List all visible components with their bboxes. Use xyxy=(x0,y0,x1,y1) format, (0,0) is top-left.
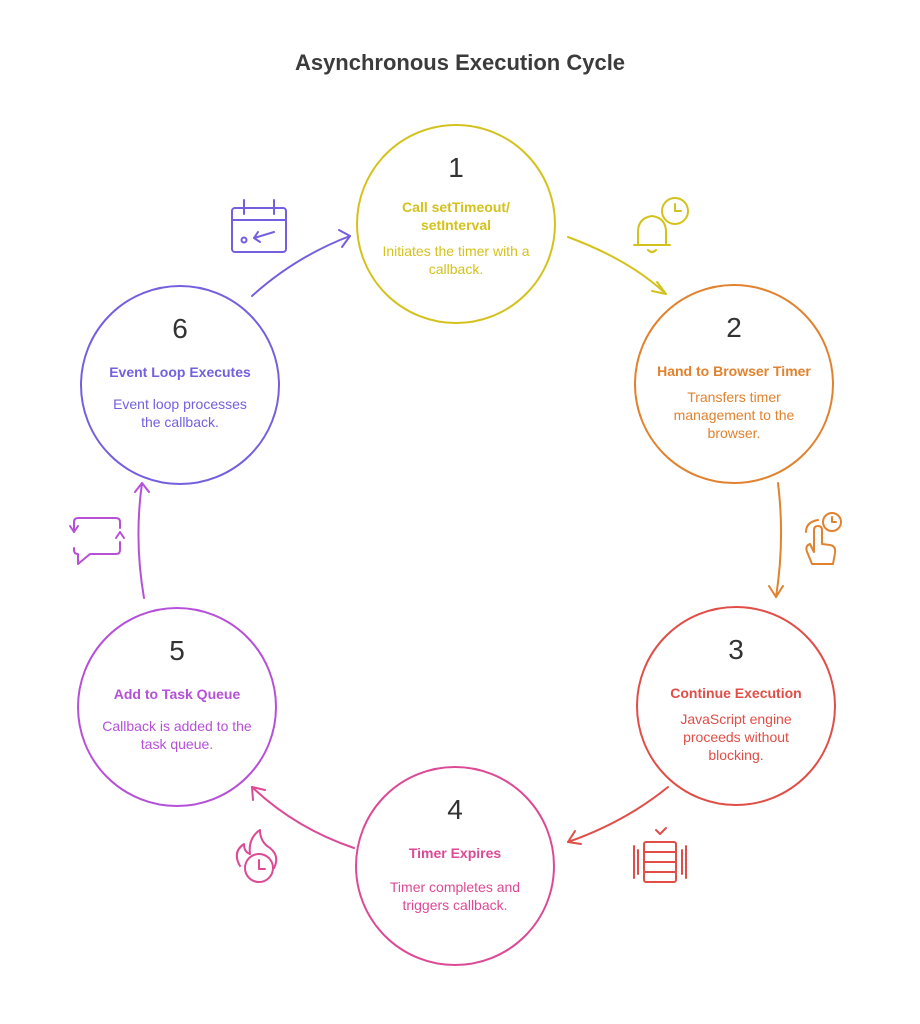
arrow-3-to-4 xyxy=(567,786,669,845)
step-heading: Timer Expires xyxy=(408,845,502,861)
step-number: 4 xyxy=(447,794,463,825)
step-number: 6 xyxy=(172,313,188,344)
step-description: Transfers timer management to the browse… xyxy=(673,389,795,441)
step-6-circle: 6 Event Loop Executes Event loop process… xyxy=(80,285,280,485)
step-4-circle: 4 Timer Expires Timer completes and trig… xyxy=(355,766,555,966)
alarm-clock-icon xyxy=(633,197,689,253)
step-5-circle: 5 Add to Task Queue Callback is added to… xyxy=(77,607,277,807)
step-number: 2 xyxy=(726,312,742,343)
step-heading: Continue Execution xyxy=(670,685,802,701)
arrow-1-to-2 xyxy=(567,236,667,295)
timer-fire-icon xyxy=(235,829,278,883)
step-heading: Hand to Browser Timer xyxy=(657,363,811,379)
step-description: Timer completes and triggers callback. xyxy=(389,879,521,913)
step-1-circle: 1 Call setTimeout/ setInterval Initiates… xyxy=(356,124,556,324)
arrow-4-to-5 xyxy=(251,786,355,849)
server-stack-icon xyxy=(633,827,687,883)
queue-message-icon xyxy=(69,517,125,565)
step-number: 5 xyxy=(169,635,185,666)
step-description: Event loop processes the callback. xyxy=(113,396,247,430)
step-heading: Add to Task Queue xyxy=(113,686,241,702)
arrow-5-to-6 xyxy=(134,482,150,599)
step-2-circle: 2 Hand to Browser Timer Transfers timer … xyxy=(634,284,834,484)
step-3-circle: 3 Continue Execution JavaScript engine p… xyxy=(636,606,836,806)
step-heading: Event Loop Executes xyxy=(109,364,251,380)
step-description: JavaScript engine proceeds without block… xyxy=(680,711,792,763)
step-description: Initiates the timer with a callback. xyxy=(382,243,530,277)
arrow-2-to-3 xyxy=(768,482,784,598)
step-number: 3 xyxy=(728,634,744,665)
diagram-title: Asynchronous Execution Cycle xyxy=(294,50,626,75)
calendar-return-icon xyxy=(231,199,287,253)
step-number: 1 xyxy=(448,152,464,183)
step-heading: Call setTimeout/ setInterval xyxy=(402,199,510,233)
arrow-6-to-1 xyxy=(251,229,351,297)
hand-tap-clock-icon xyxy=(805,512,842,565)
step-description: Callback is added to the task queue. xyxy=(102,718,252,752)
